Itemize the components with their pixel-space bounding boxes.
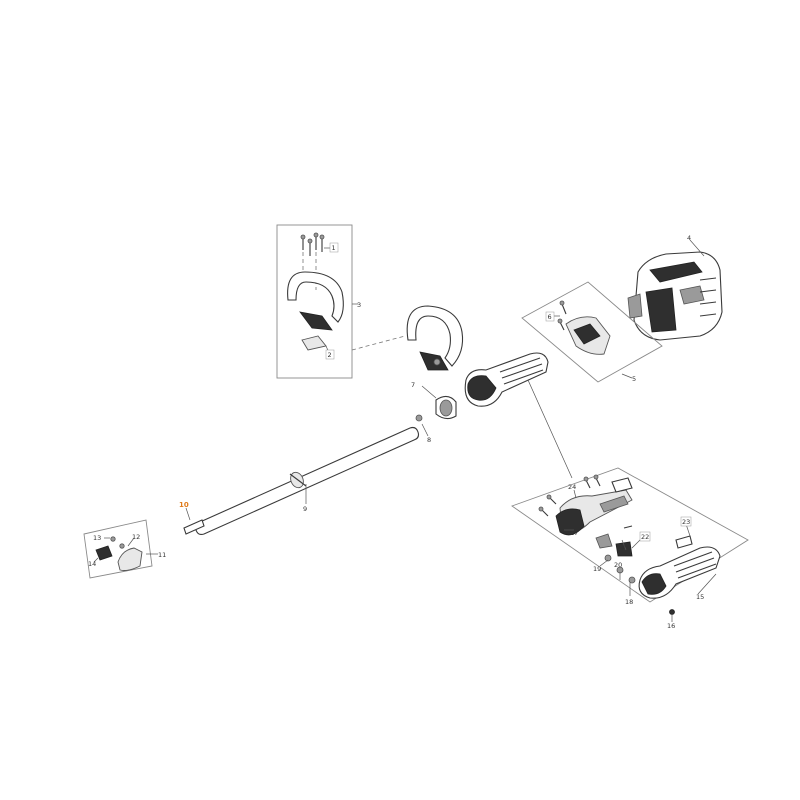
handle-grip-lower — [638, 535, 721, 599]
callout-8: 8 — [427, 436, 431, 444]
svg-text:14: 14 — [88, 560, 96, 568]
connector-pin — [183, 519, 205, 535]
callout-13: 13 — [93, 534, 101, 542]
callout-16: 16 — [667, 622, 675, 630]
svg-text:17: 17 — [570, 529, 578, 537]
handle-group-box — [276, 224, 353, 379]
svg-text:20: 20 — [614, 561, 622, 569]
d-handle-part-small — [287, 271, 344, 351]
guard-group-box — [83, 519, 153, 579]
svg-text:1: 1 — [332, 244, 336, 252]
shaft-tube — [194, 426, 420, 536]
callout-12: 12 — [132, 533, 140, 541]
callout-3: 3 — [357, 301, 361, 309]
callout-17: 17 — [570, 529, 578, 537]
svg-text:16: 16 — [667, 622, 675, 630]
callout-19: 19 — [593, 565, 601, 573]
trimmer-group-box — [511, 467, 749, 603]
svg-text:10: 10 — [179, 501, 189, 509]
svg-text:21: 21 — [618, 544, 626, 552]
svg-text:19: 19 — [593, 565, 601, 573]
callout-5: 5 — [632, 375, 636, 383]
guard-parts — [95, 536, 143, 571]
callout-4: 4 — [687, 234, 691, 242]
small-screw — [669, 609, 675, 615]
svg-text:11: 11 — [158, 551, 166, 559]
svg-text:7: 7 — [411, 381, 415, 389]
callout-7: 7 — [411, 381, 415, 389]
callout-18: 18 — [625, 598, 633, 606]
callout-2: 2 — [325, 349, 335, 360]
svg-text:2: 2 — [328, 351, 332, 359]
callout-6: 6 — [545, 311, 555, 322]
cover-part — [557, 300, 611, 355]
svg-text:18: 18 — [625, 598, 633, 606]
callout-9: 9 — [303, 505, 307, 513]
svg-text:5: 5 — [632, 375, 636, 383]
svg-text:6: 6 — [548, 313, 552, 321]
callout-15: 15 — [696, 593, 704, 601]
svg-text:8: 8 — [427, 436, 431, 444]
clamp-part — [435, 395, 457, 420]
handle-connector-dash — [351, 335, 406, 351]
callout-24: 24 — [568, 483, 576, 491]
callout-1: 1 — [329, 242, 339, 253]
switch-small-parts — [538, 474, 636, 584]
callout-20: 20 — [614, 561, 622, 569]
ring-part — [415, 414, 423, 422]
callout-23: 23 — [680, 516, 692, 527]
battery-pack — [627, 251, 723, 341]
svg-text:4: 4 — [687, 234, 691, 242]
callout-22: 22 — [639, 531, 651, 542]
callout-14: 14 — [88, 560, 96, 568]
switch-housing — [555, 477, 633, 536]
svg-text:23: 23 — [682, 518, 690, 526]
svg-text:15: 15 — [696, 593, 704, 601]
cover-group-box — [521, 281, 663, 383]
svg-text:13: 13 — [93, 534, 101, 542]
svg-text:12: 12 — [132, 533, 140, 541]
handle-screws — [300, 232, 325, 290]
svg-text:9: 9 — [303, 505, 307, 513]
callout-21: 21 — [618, 544, 626, 552]
callout-11: 11 — [158, 551, 166, 559]
d-handle-main — [406, 305, 464, 371]
callout-10-highlighted: 10 — [179, 501, 189, 509]
svg-text:22: 22 — [641, 533, 649, 541]
motor-housing — [464, 352, 549, 407]
svg-text:3: 3 — [357, 301, 361, 309]
svg-text:24: 24 — [568, 483, 576, 491]
